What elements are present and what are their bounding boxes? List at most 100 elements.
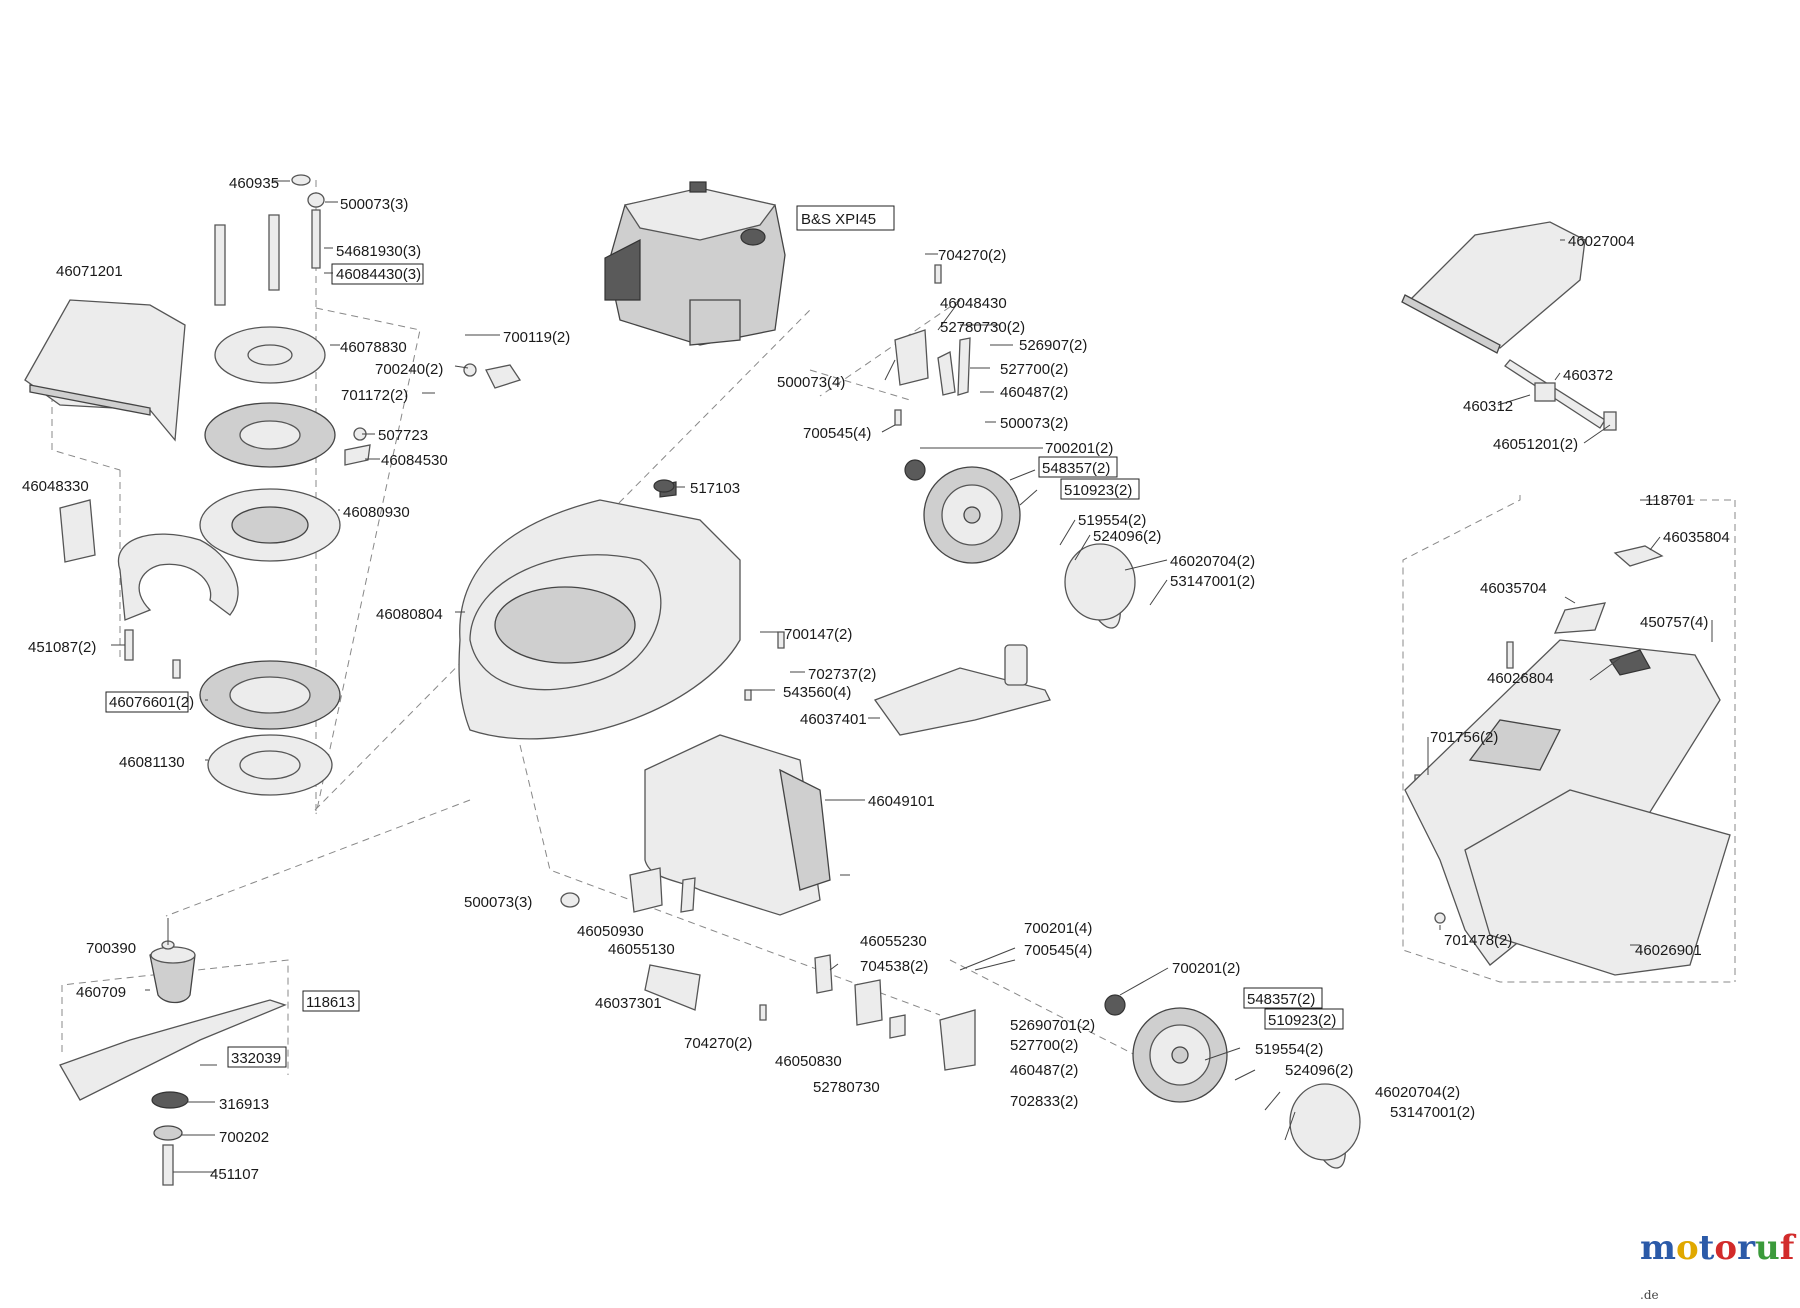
wheel-illustrations: [904, 459, 1361, 1169]
label-53147001-top: 53147001(2): [1170, 573, 1255, 590]
watermark-logo: motoruf.de: [1640, 1228, 1800, 1308]
label-700390: 700390: [86, 940, 136, 957]
rear-flap-illustration: [644, 734, 831, 916]
label-450757: 450757(4): [1640, 614, 1708, 631]
label-46020704-bottom: 46020704(2): [1375, 1084, 1460, 1101]
label-460312: 460312: [1463, 398, 1513, 415]
label-46026901: 46026901: [1635, 942, 1702, 959]
label-52780730-2: 52780730(2): [940, 319, 1025, 336]
label-460487-top: 460487(2): [1000, 384, 1068, 401]
label-46084530: 46084530: [381, 452, 448, 469]
label-46020704-top: 46020704(2): [1170, 553, 1255, 570]
label-engine-bs: B&S XPI45: [801, 211, 876, 228]
label-46076601: 46076601(2): [109, 694, 194, 711]
watermark-letter: m: [1640, 1228, 1676, 1268]
label-54681930: 54681930(3): [336, 243, 421, 260]
label-53147001-bottom: 53147001(2): [1390, 1104, 1475, 1121]
label-704538: 704538(2): [860, 958, 928, 975]
label-500073-2: 500073(2): [1000, 415, 1068, 432]
label-510923-bottom: 510923(2): [1268, 1012, 1336, 1029]
label-46078830: 46078830: [340, 339, 407, 356]
label-46084430: 46084430(3): [336, 266, 421, 283]
label-700202: 700202: [219, 1129, 269, 1146]
label-507723: 507723: [378, 427, 428, 444]
label-700240: 700240(2): [375, 361, 443, 378]
label-332039: 332039: [231, 1050, 281, 1067]
label-460487-bottom: 460487(2): [1010, 1062, 1078, 1079]
label-700201-top: 700201(2): [1045, 440, 1113, 457]
label-46055130: 46055130: [608, 941, 675, 958]
label-46071201: 46071201: [56, 263, 123, 280]
label-118613: 118613: [306, 994, 355, 1011]
label-46081130: 46081130: [119, 754, 185, 771]
label-519554-top: 519554(2): [1078, 512, 1146, 529]
label-52780730: 52780730: [813, 1079, 880, 1096]
label-460935: 460935: [229, 175, 279, 192]
watermark-letter: r: [1737, 1228, 1755, 1268]
label-517103: 517103: [690, 480, 740, 497]
label-500073-3-bottom: 500073(3): [464, 894, 532, 911]
watermark-letter: t: [1698, 1228, 1715, 1268]
label-700119: 700119(2): [503, 329, 570, 346]
label-46048430: 46048430: [940, 295, 1007, 312]
engine-illustration: [604, 181, 786, 346]
grass-catcher-illustration: [1404, 545, 1731, 976]
label-704270-top: 704270(2): [938, 247, 1006, 264]
label-500073-3-top: 500073(3): [340, 196, 408, 213]
label-548357-bottom: 548357(2): [1247, 991, 1315, 1008]
label-46055230: 46055230: [860, 933, 927, 950]
label-702833: 702833(2): [1010, 1093, 1078, 1110]
discharge-chute-illustration: [873, 644, 1051, 736]
watermark-letter: f: [1779, 1228, 1795, 1268]
label-46051201: 46051201(2): [1493, 436, 1578, 453]
watermark-letter: o: [1714, 1228, 1738, 1268]
label-524096-bottom: 524096(2): [1285, 1062, 1353, 1079]
label-46035804: 46035804: [1663, 529, 1730, 546]
top-cover-illustration: [24, 299, 186, 442]
label-700545-top: 700545(4): [803, 425, 871, 442]
label-46080930: 46080930: [343, 504, 410, 521]
label-704270-bottom: 704270(2): [684, 1035, 752, 1052]
label-46048330: 46048330: [22, 478, 89, 495]
label-52690701: 52690701(2): [1010, 1017, 1095, 1034]
label-46035704: 46035704: [1480, 580, 1547, 597]
label-46037301: 46037301: [595, 995, 662, 1012]
label-527700-top: 527700(2): [1000, 361, 1068, 378]
label-700201-4: 700201(4): [1024, 920, 1092, 937]
catcher-lid-illustration: [1401, 221, 1617, 431]
boxed-label-frames: [105, 205, 1344, 1068]
label-46050830: 46050830: [775, 1053, 842, 1070]
label-118701: 118701: [1645, 492, 1694, 509]
label-46037401: 46037401: [800, 711, 867, 728]
label-316913: 316913: [219, 1096, 269, 1113]
label-701478: 701478(2): [1444, 932, 1512, 949]
blade-assembly-illustration: [59, 940, 287, 1186]
label-510923-top: 510923(2): [1064, 482, 1132, 499]
leader-lines: [111, 180, 1713, 1173]
label-460372: 460372: [1563, 367, 1613, 384]
label-700545-4: 700545(4): [1024, 942, 1092, 959]
label-524096-top: 524096(2): [1093, 528, 1161, 545]
deck-housing-illustration: [458, 481, 741, 740]
label-46049101: 46049101: [868, 793, 935, 810]
exploded-parts-diagram: 460935 500073(3) 54681930(3) 46084430(3)…: [22, 174, 1736, 1186]
label-500073-4: 500073(4): [777, 374, 845, 391]
label-701172: 701172(2): [341, 387, 408, 404]
watermark-suffix: .de: [1640, 1288, 1659, 1302]
label-519554-bottom: 519554(2): [1255, 1041, 1323, 1058]
label-527700-bottom: 527700(2): [1010, 1037, 1078, 1054]
label-548357-top: 548357(2): [1042, 460, 1110, 477]
watermark-letter: o: [1675, 1228, 1699, 1268]
label-46050930: 46050930: [577, 923, 644, 940]
label-526907: 526907(2): [1019, 337, 1087, 354]
label-701756: 701756(2): [1430, 729, 1498, 746]
wheel-bracket-illustrations: [629, 329, 976, 1071]
label-543560: 543560(4): [783, 684, 851, 701]
left-assembly-illustration: [59, 326, 341, 796]
label-460709: 460709: [76, 984, 126, 1001]
label-451087: 451087(2): [28, 639, 96, 656]
fastener-illustrations: [124, 174, 1514, 1021]
part-number-labels: 460935 500073(3) 54681930(3) 46084430(3)…: [22, 175, 1730, 1183]
label-451107: 451107: [210, 1166, 259, 1183]
label-700201-bottom: 700201(2): [1172, 960, 1240, 977]
